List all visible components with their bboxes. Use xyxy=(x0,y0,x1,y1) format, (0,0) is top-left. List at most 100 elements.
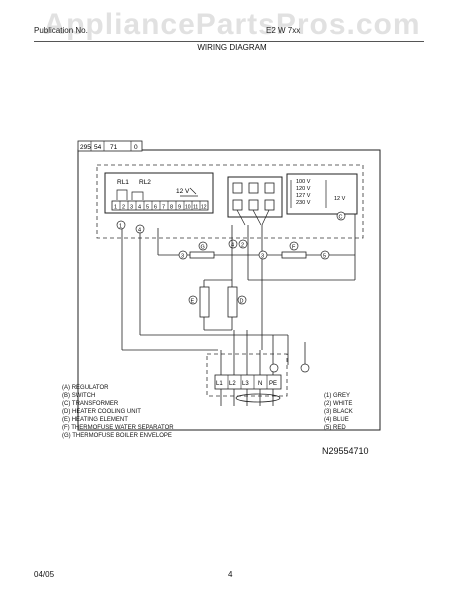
legend-label: GREY xyxy=(333,393,351,399)
part-number-3: 71 xyxy=(110,144,118,151)
legend-row: (5) RED xyxy=(324,424,353,432)
part-number-4: 0 xyxy=(134,144,138,151)
marker-2a xyxy=(238,239,248,249)
supply-l1: L1 xyxy=(216,381,223,387)
svg-text:1: 1 xyxy=(119,224,122,230)
legend-code: (A) xyxy=(62,385,71,391)
terminal-4: 4 xyxy=(138,205,141,211)
legend-row: (3) BLACK xyxy=(324,408,353,416)
voltage-127: 127 V xyxy=(296,193,311,199)
model-label: E2 W 7xx xyxy=(266,26,301,35)
marker-c xyxy=(336,211,346,221)
diagram-frame xyxy=(77,149,381,431)
marker-1a xyxy=(116,220,126,230)
legend-row: (B) SWITCH xyxy=(62,392,174,400)
terminal-5: 5 xyxy=(146,205,149,211)
legend-row: (C) TRANSFORMER xyxy=(62,400,174,408)
legend-label: RED xyxy=(333,425,346,431)
legend-code: (G) xyxy=(62,433,71,439)
legend-label: WHITE xyxy=(333,401,353,407)
svg-text:5: 5 xyxy=(323,254,326,260)
terminal-9: 9 xyxy=(178,205,181,211)
relay-label-1: RL1 xyxy=(117,179,129,186)
legend-label: HEATER COOLING UNIT xyxy=(72,409,141,415)
svg-text:C: C xyxy=(339,215,343,221)
terminal-strip xyxy=(111,200,209,211)
legend-code: (4) xyxy=(324,417,332,423)
svg-text:2: 2 xyxy=(241,243,244,249)
voltage-100: 100 V xyxy=(296,179,311,185)
supply-n: N xyxy=(258,381,262,387)
legend-row: (D) HEATER COOLING UNIT xyxy=(62,408,174,416)
svg-text:G: G xyxy=(201,245,205,251)
legend-code: (B) xyxy=(62,393,71,399)
part-number-box xyxy=(77,140,143,152)
svg-text:D: D xyxy=(240,299,244,305)
publication-label: Publication No. xyxy=(34,26,88,35)
svg-text:E: E xyxy=(191,299,195,305)
footer-date: 04/05 xyxy=(34,570,55,579)
legend-label: BLACK xyxy=(333,409,353,415)
thermofuse-g xyxy=(189,251,215,259)
regulator-board xyxy=(104,172,214,214)
terminal-12: 12 xyxy=(201,205,207,211)
marker-f xyxy=(289,241,299,251)
legend-code: (2) xyxy=(324,401,332,407)
legend-label: BLUE xyxy=(333,417,349,423)
terminal-10: 10 xyxy=(185,205,191,211)
footer-page-number: 4 xyxy=(228,570,233,579)
ground-symbol xyxy=(300,363,310,373)
supply-l2: L2 xyxy=(229,381,236,387)
legend-code: (D) xyxy=(62,409,71,415)
legend-label: SWITCH xyxy=(71,393,96,399)
legend-label: REGULATOR xyxy=(71,385,109,391)
marker-e xyxy=(188,295,198,305)
svg-text:F: F xyxy=(292,245,296,251)
marker-5a xyxy=(320,250,330,260)
terminal-3: 3 xyxy=(130,205,133,211)
legend-code: (1) xyxy=(324,393,332,399)
page-title: WIRING DIAGRAM xyxy=(197,43,267,52)
supply-cable-bundle xyxy=(235,393,281,403)
control-voltage-label: 12 V xyxy=(176,188,190,195)
svg-text:4: 4 xyxy=(138,228,141,234)
terminal-2: 2 xyxy=(122,205,125,211)
legend-label: THERMOFUSE BOILER ENVELOPE xyxy=(72,433,172,439)
marker-d xyxy=(237,295,247,305)
legend-code: (5) xyxy=(324,425,332,431)
relay-rl1-contact xyxy=(116,189,128,200)
marker-3b xyxy=(258,250,268,260)
part-number-1: 295 xyxy=(80,144,91,151)
marker-4b xyxy=(228,239,238,249)
legend-row: (A) REGULATOR xyxy=(62,384,174,392)
voltage-120: 120 V xyxy=(296,186,311,192)
supply-pe: PE xyxy=(269,381,277,387)
secondary-voltage: 12 V xyxy=(334,196,346,202)
legend-row: (E) HEATING ELEMENT xyxy=(62,416,174,424)
terminal-11: 11 xyxy=(193,205,198,211)
legend-row: (2) WHITE xyxy=(324,400,353,408)
legend-code: (C) xyxy=(62,401,71,407)
relay-label-2: RL2 xyxy=(139,179,151,186)
watermark: AppliancePartsPros.com xyxy=(43,8,421,41)
terminal-1: 1 xyxy=(114,205,117,211)
legend-code: (3) xyxy=(324,409,332,415)
legend-code: (E) xyxy=(62,417,71,423)
legend-row: (G) THERMOFUSE BOILER ENVELOPE xyxy=(62,432,174,440)
legend-row: (F) THERMOFUSE WATER SEPARATOR xyxy=(62,424,174,432)
voltage-230: 230 V xyxy=(296,200,311,206)
terminal-6: 6 xyxy=(154,205,157,211)
thermofuse-f xyxy=(281,251,307,259)
switch-block xyxy=(227,176,283,218)
control-housing xyxy=(96,164,364,239)
heating-element xyxy=(199,286,210,318)
legend-label: TRANSFORMER xyxy=(71,401,119,407)
header-rule xyxy=(34,41,424,42)
supply-l3: L3 xyxy=(242,381,249,387)
svg-text:3: 3 xyxy=(261,254,264,260)
drawing-number: N29554710 xyxy=(322,446,369,456)
legend-row: (1) GREY xyxy=(324,392,353,400)
marker-g xyxy=(198,241,208,251)
terminal-7: 7 xyxy=(162,205,165,211)
